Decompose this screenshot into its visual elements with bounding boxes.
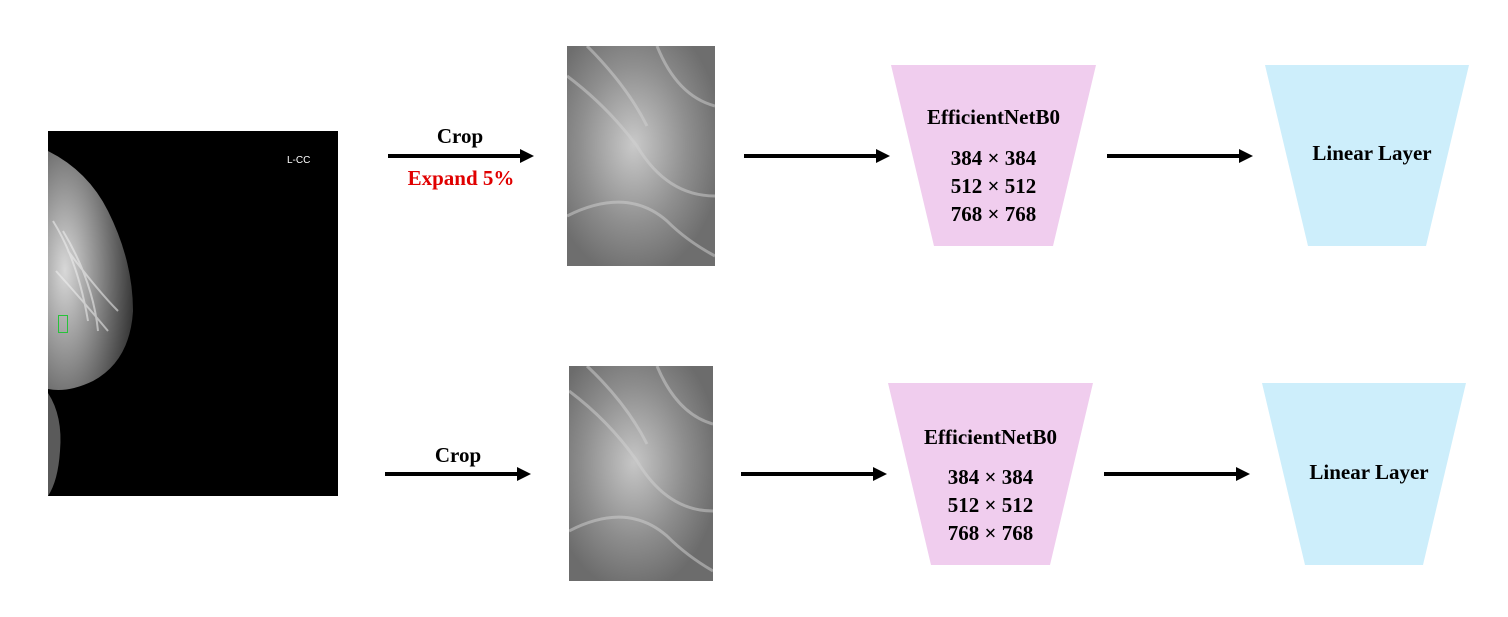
- arrow-crop: [385, 467, 531, 481]
- linear-layer-label: Linear Layer: [1312, 141, 1432, 165]
- arrow-crop: [388, 149, 534, 163]
- mammogram-image: L-CC: [48, 131, 338, 496]
- encoder-name: EfficientNetB0: [927, 105, 1060, 129]
- expand-label: Expand 5%: [407, 166, 515, 190]
- breast-tissue-graphic: [48, 151, 133, 496]
- encoder-size: 768 × 768: [950, 202, 1037, 226]
- linear-layer-block: Linear Layer: [1265, 65, 1469, 246]
- encoder-size: 384 × 384: [947, 465, 1034, 489]
- crop-label: Crop: [436, 124, 484, 148]
- arrow-to-linear: [1104, 467, 1250, 481]
- view-label: L-CC: [287, 155, 311, 166]
- crop-patch: [569, 366, 713, 581]
- encoder-block: EfficientNetB0 384 × 384 512 × 512 768 ×…: [891, 65, 1096, 246]
- linear-layer-block: Linear Layer: [1262, 383, 1466, 565]
- encoder-size: 768 × 768: [947, 521, 1034, 545]
- encoder-size: 384 × 384: [950, 146, 1037, 170]
- encoder-size: 512 × 512: [950, 174, 1037, 198]
- roi-box: [58, 315, 68, 333]
- arrow-to-encoder: [744, 149, 890, 163]
- encoder-block: EfficientNetB0 384 × 384 512 × 512 768 ×…: [888, 383, 1093, 565]
- linear-layer-label: Linear Layer: [1309, 460, 1429, 484]
- crop-patch-expanded: [567, 46, 715, 266]
- crop-label: Crop: [434, 443, 482, 467]
- encoder-size: 512 × 512: [947, 493, 1034, 517]
- arrow-to-linear: [1107, 149, 1253, 163]
- encoder-name: EfficientNetB0: [924, 425, 1057, 449]
- arrow-to-encoder: [741, 467, 887, 481]
